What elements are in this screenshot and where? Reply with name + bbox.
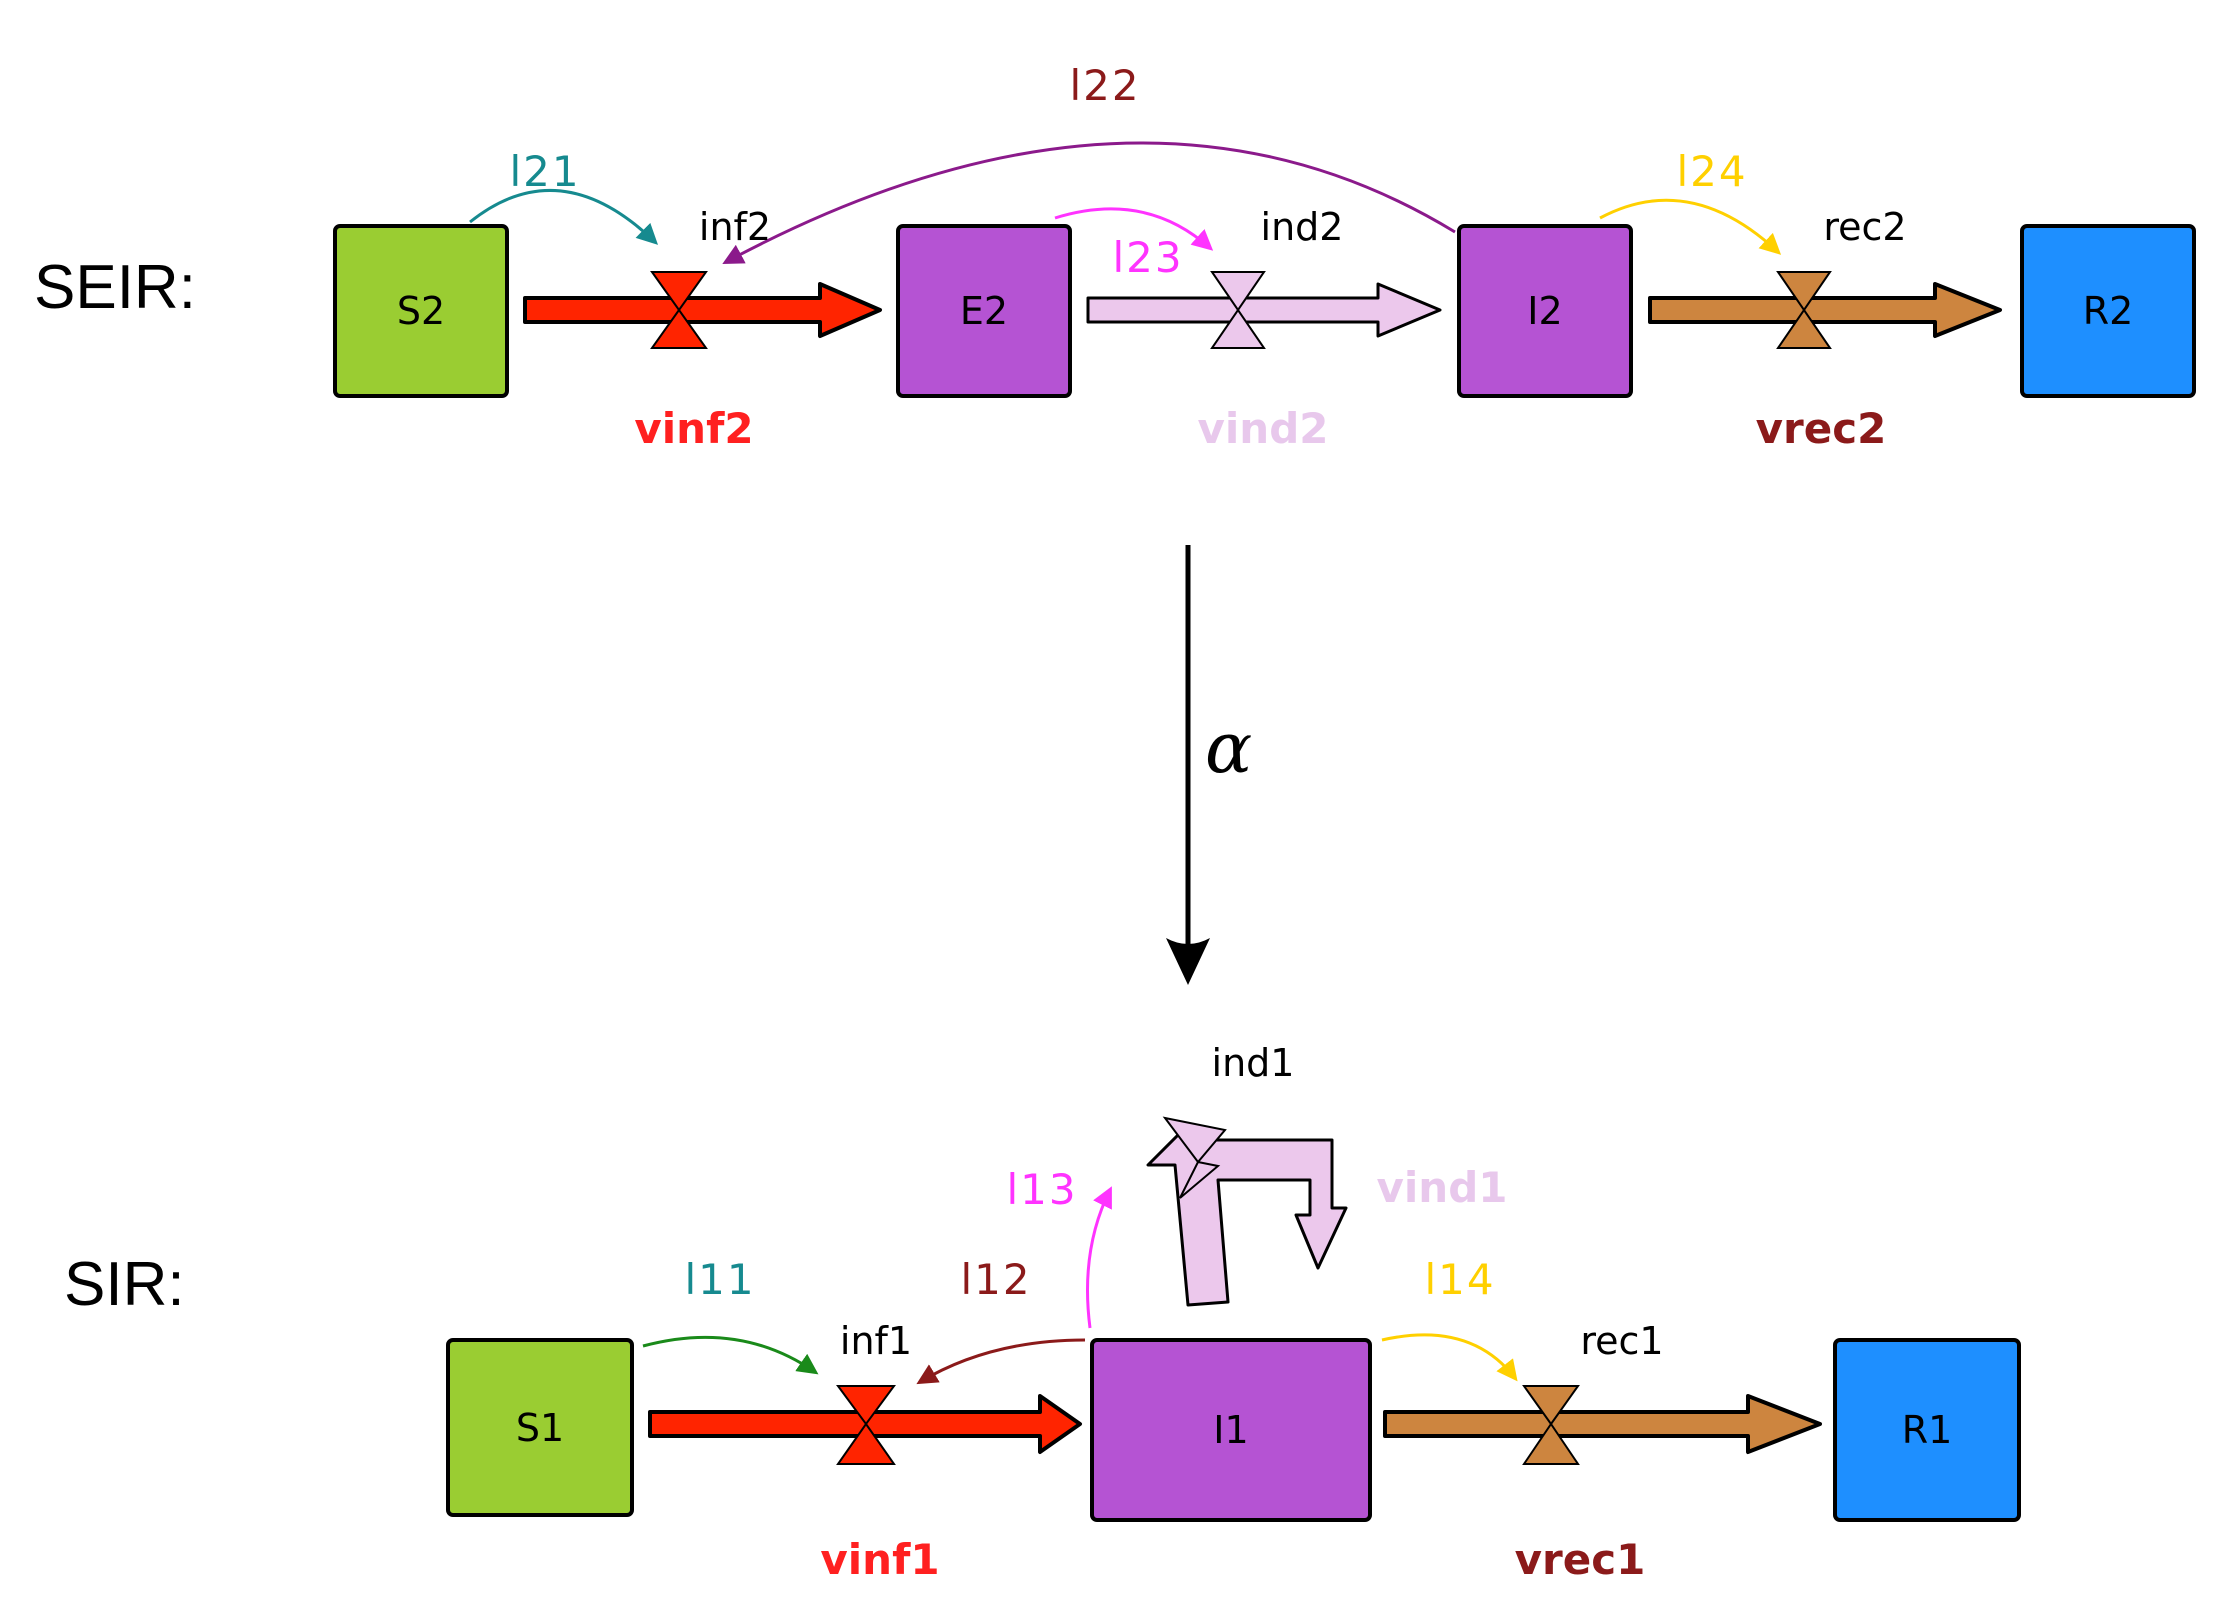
- flux-label-vrec1: vrec1: [1515, 1535, 1646, 1584]
- mapping-arrow: [1166, 545, 1210, 985]
- flux-label-vinf2: vinf2: [634, 404, 753, 453]
- link-label-l14: l14: [1424, 1255, 1495, 1304]
- flux-label-vind2: vind2: [1198, 404, 1329, 453]
- species-node-R2: R2: [2020, 224, 2196, 398]
- flux-arrow-inf2: [523, 282, 882, 338]
- link-label-l22: l22: [1069, 61, 1140, 110]
- reaction-label-rec1: rec1: [1580, 1319, 1663, 1363]
- link-label-l11: l11: [684, 1255, 755, 1304]
- reaction-marker-ind1: [1162, 1116, 1227, 1199]
- link-arc-l24: [1599, 198, 1782, 255]
- flux-arrow-rec1: [1383, 1394, 1822, 1454]
- species-node-S1: S1: [446, 1338, 634, 1517]
- link-arc-l12: [916, 1338, 1086, 1385]
- flux-arrow-ind2: [1086, 282, 1442, 338]
- reaction-label-ind1: ind1: [1212, 1041, 1295, 1085]
- species-label-R1: R1: [1902, 1408, 1953, 1452]
- flux-label-vinf1: vinf1: [820, 1535, 939, 1584]
- link-arc-l23: [1054, 207, 1214, 251]
- species-node-S2: S2: [333, 224, 509, 398]
- reaction-marker-inf1: [836, 1385, 896, 1465]
- flux-arrow-rec2: [1648, 282, 2002, 338]
- species-label-E2: E2: [960, 289, 1008, 333]
- reaction-label-ind2: ind2: [1261, 205, 1344, 249]
- species-label-S2: S2: [397, 289, 445, 333]
- species-node-I2: I2: [1457, 224, 1633, 398]
- link-arc-l21: [469, 188, 659, 245]
- reaction-label-inf1: inf1: [840, 1319, 912, 1363]
- link-arc-l13: [1086, 1186, 1112, 1329]
- species-label-S1: S1: [516, 1406, 564, 1450]
- link-arc-l14: [1381, 1333, 1518, 1382]
- link-arc-l11: [642, 1335, 819, 1375]
- reaction-marker-rec2: [1776, 271, 1832, 349]
- species-label-I2: I2: [1527, 289, 1562, 333]
- reaction-marker-rec1: [1522, 1385, 1580, 1465]
- reaction-marker-ind2: [1210, 271, 1266, 349]
- sir-network: S1 I1 R1 inf1 ind1 rec1 vinf1 vind1 vrec…: [446, 1041, 2021, 1584]
- flux-label-vind1: vind1: [1377, 1163, 1508, 1212]
- species-node-I1: I1: [1090, 1338, 1372, 1522]
- link-label-l12: l12: [960, 1255, 1031, 1304]
- link-label-l21: l21: [509, 147, 580, 196]
- species-label-I1: I1: [1213, 1408, 1248, 1452]
- reaction-marker-inf2: [650, 271, 708, 349]
- reaction-label-rec2: rec2: [1823, 205, 1906, 249]
- reaction-label-inf2: inf2: [699, 205, 771, 249]
- seir-row-label: SEIR:: [34, 253, 196, 322]
- flux-label-vrec2: vrec2: [1756, 404, 1887, 453]
- species-label-R2: R2: [2083, 289, 2134, 333]
- link-label-l24: l24: [1676, 147, 1747, 196]
- mapping-alpha-label: α: [1205, 707, 1252, 789]
- species-node-E2: E2: [896, 224, 1072, 398]
- seir-network: S2 E2 I2 R2 inf2 ind2 rec2 vinf2 vind2 v…: [333, 61, 2196, 453]
- link-arc-l22: [722, 141, 1456, 264]
- link-label-l23: l23: [1112, 233, 1183, 282]
- species-node-R1: R1: [1833, 1338, 2021, 1522]
- flux-arrow-ind1: [1146, 1123, 1348, 1307]
- link-label-l13: l13: [1006, 1165, 1077, 1214]
- sir-row-label: SIR:: [64, 1250, 185, 1319]
